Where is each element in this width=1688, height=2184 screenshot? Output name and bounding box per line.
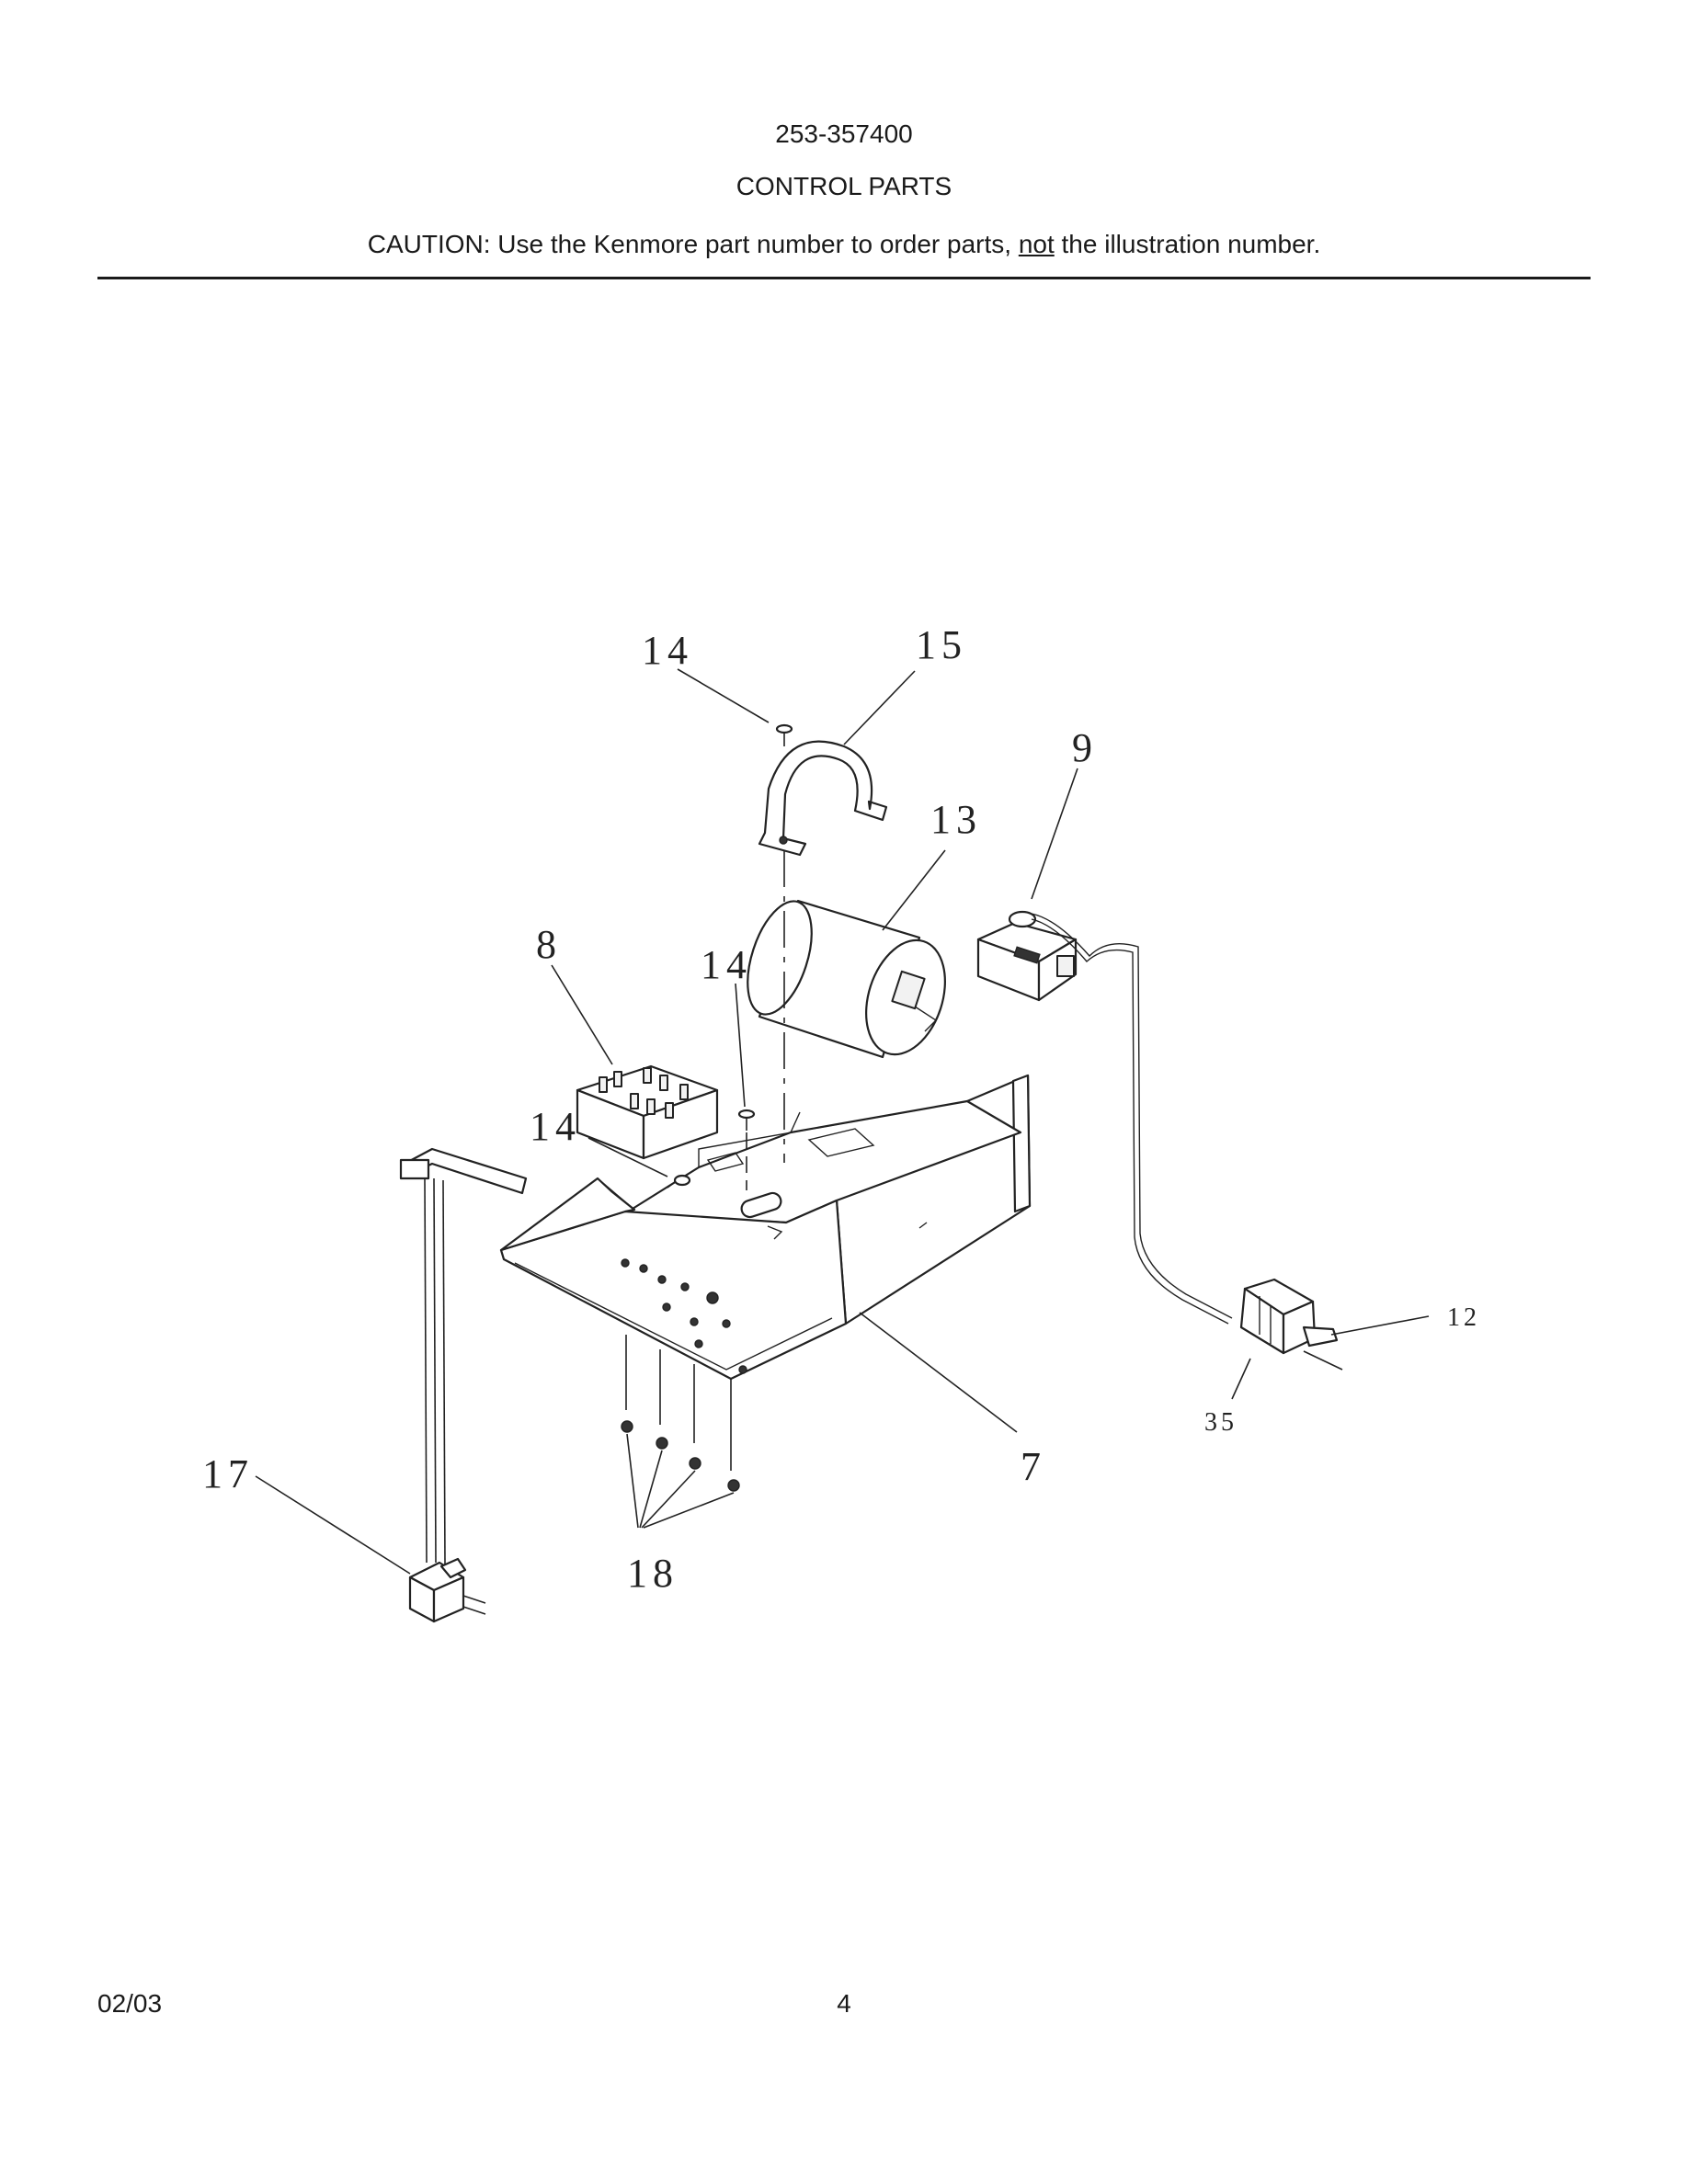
feet-screws [621,1335,740,1529]
leader-lines [255,668,1430,1575]
header-rule [97,277,1591,279]
callout-8: 8 [536,922,562,967]
caution-emphasis: not [1018,230,1055,258]
capacitor-clamp [758,740,888,857]
capacitor [747,899,946,1059]
callout-35: 35 [1204,1408,1237,1437]
thermostat [976,910,1078,1002]
page-number: 4 [837,1989,851,2018]
callout-17: 17 [202,1451,254,1496]
power-cord [399,1147,528,1623]
caution-note: CAUTION: Use the Kenmore part number to … [0,230,1688,259]
caution-prefix: CAUTION: Use the Kenmore part number to … [367,230,1019,258]
callout-14-left: 14 [530,1104,581,1149]
sensor-holder [1239,1278,1343,1371]
footer-date: 02/03 [97,1989,163,2018]
model-number: 253-357400 [775,119,913,148]
callout-18: 18 [627,1551,679,1596]
relay [576,1064,719,1160]
screw-relay [667,1174,691,1189]
callout-14-middle: 14 [701,942,752,987]
callout-12: 12 [1447,1303,1480,1332]
screw-top [775,723,793,746]
section-title: CONTROL PARTS [736,172,952,200]
control-box-tray [499,1074,1032,1381]
callout-14-top: 14 [642,628,693,673]
callout-7: 7 [1021,1444,1046,1489]
screw-middle [737,1109,756,1131]
callout-9: 9 [1072,725,1098,770]
callout-15: 15 [916,622,967,667]
callout-13: 13 [930,797,982,842]
caution-suffix: the illustration number. [1054,230,1321,258]
